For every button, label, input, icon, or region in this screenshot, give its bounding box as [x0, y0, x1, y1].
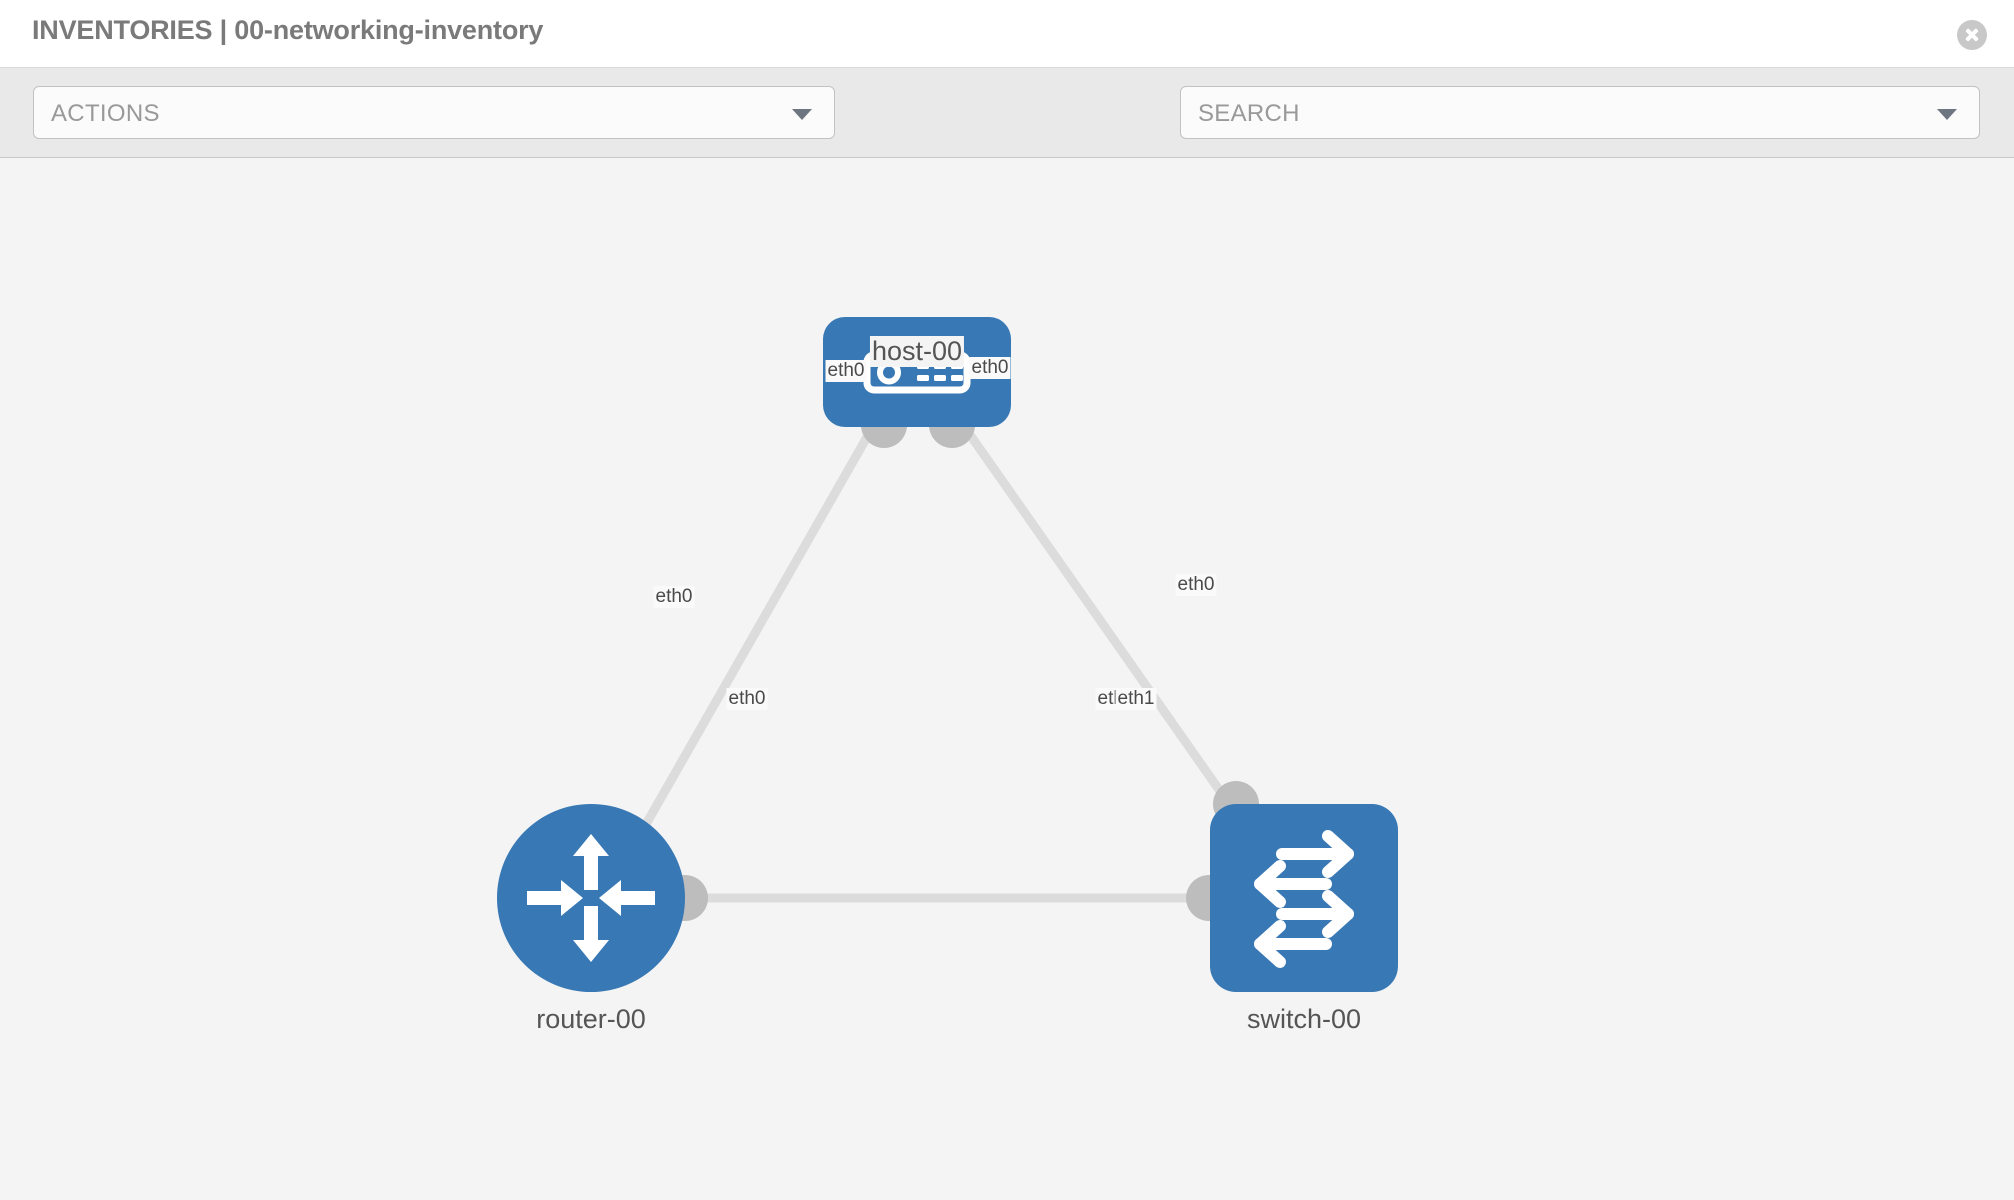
- router-icon: [527, 834, 655, 962]
- page-title: INVENTORIES | 00-networking-inventory: [32, 15, 544, 45]
- topology-links: [617, 399, 1278, 903]
- topology-canvas[interactable]: host-00 router-00 switch-00 eth0 eth0 et…: [0, 159, 2014, 1200]
- node-label-router-00: router-00: [534, 1004, 648, 1035]
- port-label-switch-eth1: eth1: [1115, 688, 1157, 710]
- topology-graph: [617, 399, 1278, 921]
- port-label-host-eth0-right: eth0: [969, 357, 1011, 379]
- search-placeholder: SEARCH: [1198, 100, 1300, 127]
- search-input[interactable]: SEARCH: [1180, 86, 1980, 139]
- port-label-router-uplink-eth0: eth0: [653, 586, 695, 608]
- topology-endpoints: [662, 402, 1259, 921]
- switch-icon: [1254, 830, 1354, 968]
- port-label-host-eth0-left: eth0: [825, 360, 867, 382]
- close-icon[interactable]: [1957, 20, 1987, 50]
- chevron-down-icon: [792, 109, 812, 120]
- port-label-router-eth0: eth0: [726, 688, 768, 710]
- port-label-switch-uplink-eth0: eth0: [1175, 574, 1217, 596]
- actions-dropdown[interactable]: ACTIONS: [33, 86, 835, 139]
- link-host-router[interactable]: [617, 399, 891, 871]
- topology-node-router-00[interactable]: [497, 804, 685, 992]
- toolbar: ACTIONS SEARCH: [0, 68, 2014, 194]
- page-header: INVENTORIES | 00-networking-inventory: [0, 0, 2014, 68]
- chevron-down-icon: [1937, 109, 1957, 120]
- node-label-host-00: host-00: [869, 336, 965, 367]
- node-label-switch-00: switch-00: [1244, 1004, 1364, 1035]
- actions-dropdown-label: ACTIONS: [51, 100, 160, 127]
- topology-node-switch-00[interactable]: [1210, 804, 1398, 992]
